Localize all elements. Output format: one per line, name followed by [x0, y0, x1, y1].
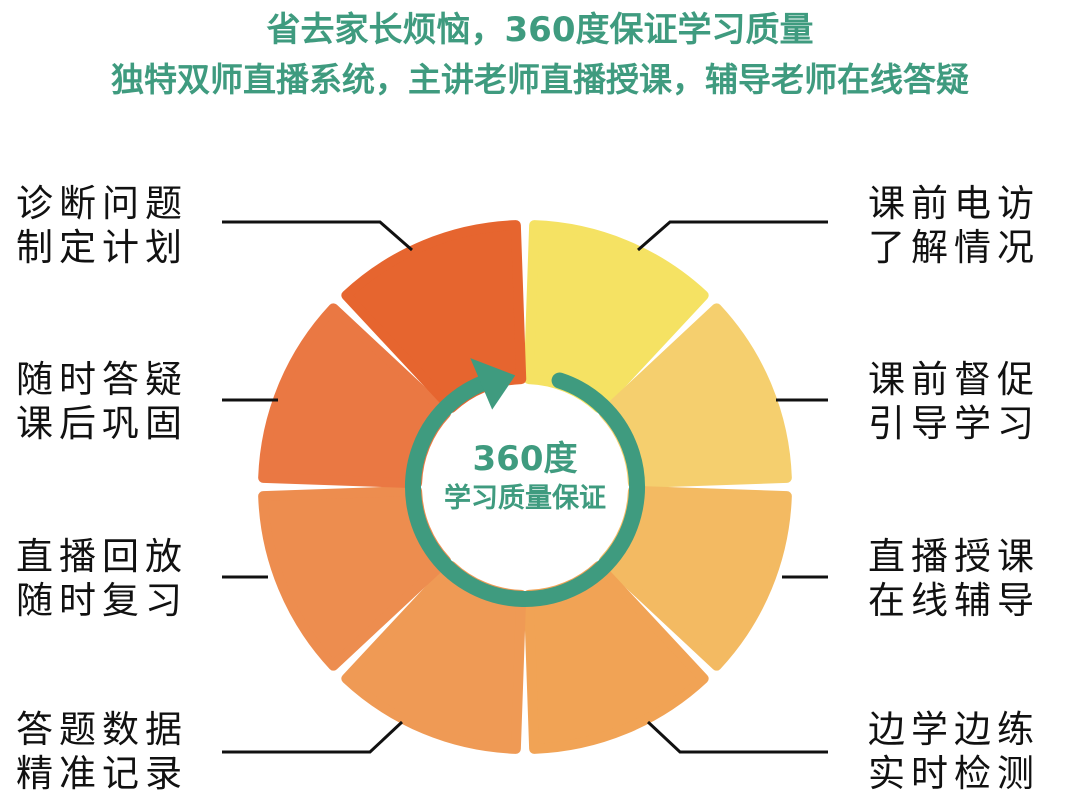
label-right-1: 课前电访 了解情况: [800, 182, 1040, 270]
leader-lines: [222, 220, 828, 754]
label-right-3-line1: 直播授课: [868, 535, 1040, 578]
cycle-arrowhead: [470, 358, 516, 410]
label-left-2-line1: 随时答疑: [16, 358, 188, 401]
leader-left-1: [222, 220, 413, 252]
leader-left-4: [222, 720, 404, 754]
center-title: 360度: [473, 439, 578, 479]
label-left-3-line2: 随时复习: [16, 579, 188, 622]
label-right-1-line1: 课前电访: [868, 182, 1040, 225]
center-subtitle: 学习质量保证: [444, 482, 606, 514]
label-left-3-line1: 直播回放: [16, 535, 188, 578]
label-left-4: 答题数据 精准记录: [16, 708, 256, 796]
leader-right-4: [646, 720, 828, 754]
label-left-2-line2: 课后巩固: [16, 402, 188, 445]
label-right-2-line2: 引导学习: [868, 402, 1040, 445]
label-left-1-line1: 诊断问题: [16, 182, 188, 225]
label-right-4-line1: 边学边练: [868, 708, 1040, 751]
label-right-1-line2: 了解情况: [868, 226, 1040, 269]
label-right-4-line2: 实时检测: [868, 752, 1040, 795]
header-subtitle: 独特双师直播系统，主讲老师直播授课，辅导老师在线答疑: [111, 60, 969, 99]
cycle-arc: [405, 370, 645, 607]
label-right-2: 课前督促 引导学习: [800, 358, 1040, 446]
label-left-3: 直播回放 随时复习: [16, 535, 256, 623]
header-title: 省去家长烦恼，360度保证学习质量: [266, 10, 814, 50]
label-left-1: 诊断问题 制定计划: [16, 182, 256, 270]
leader-right-1: [637, 220, 828, 252]
label-left-1-line2: 制定计划: [16, 226, 188, 269]
label-left-4-line2: 精准记录: [16, 752, 188, 795]
cycle-arrow-icon: [405, 358, 645, 607]
label-right-3-line2: 在线辅导: [868, 579, 1040, 622]
label-right-3: 直播授课 在线辅导: [800, 535, 1040, 623]
label-left-4-line1: 答题数据: [16, 708, 188, 751]
label-right-2-line1: 课前督促: [868, 358, 1040, 401]
label-right-4: 边学边练 实时检测: [800, 708, 1040, 796]
label-left-2: 随时答疑 课后巩固: [16, 358, 256, 446]
